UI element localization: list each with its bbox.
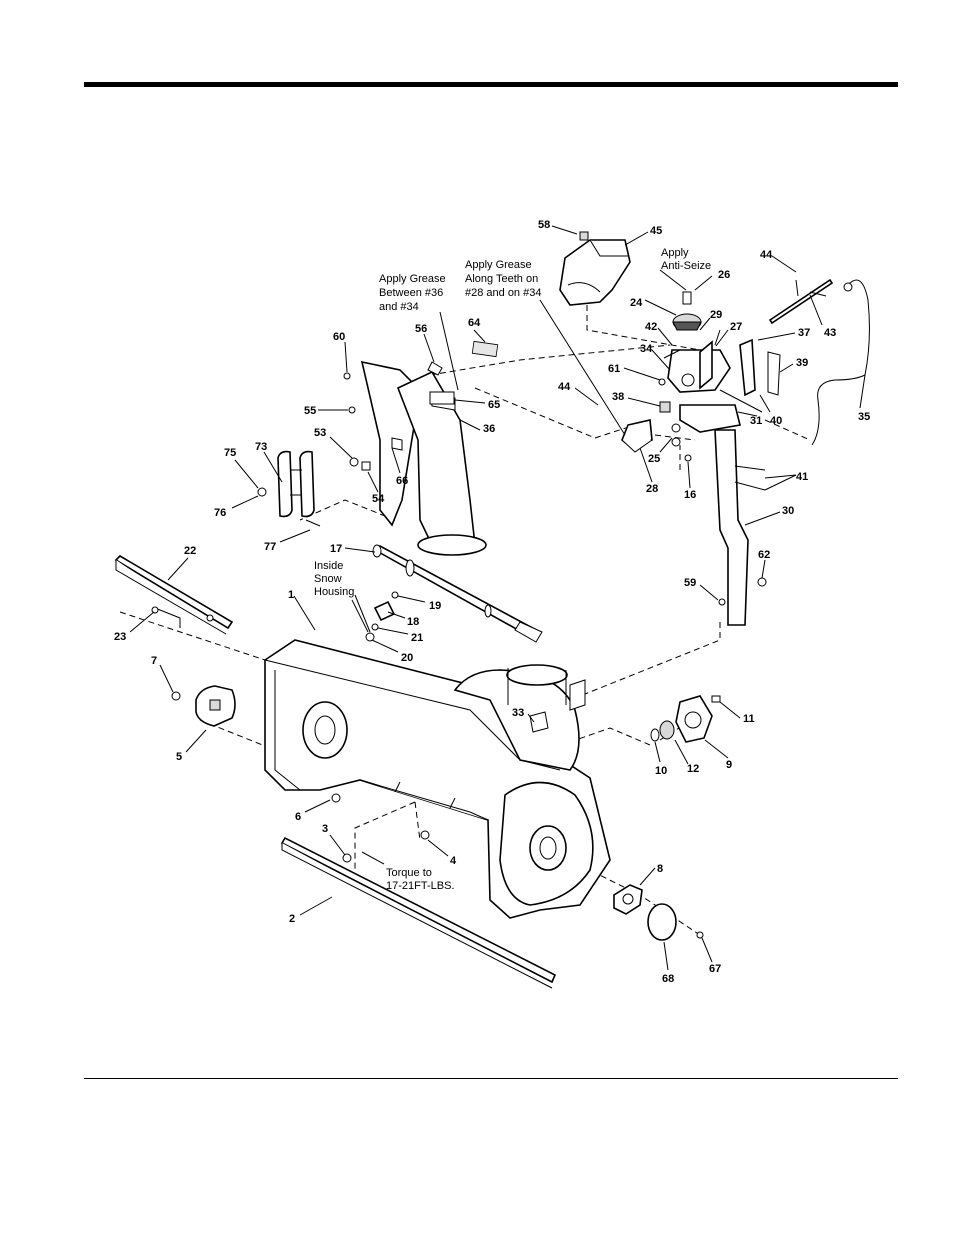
callout-16: 16 [684,489,696,501]
note-apply-grease-36-34: Apply Grease Between #36 and #34 [379,273,449,313]
callout-7: 7 [151,655,157,667]
note-apply-anti-seize: Apply Anti-Seize [661,247,711,272]
callout-73: 73 [255,441,267,453]
callout-33: 33 [512,707,524,719]
callout-59: 59 [684,577,696,589]
note-apply-grease-teeth: Apply Grease Along Teeth on #28 and on #… [465,259,541,299]
callout-58: 58 [538,219,550,231]
callout-44-upper: 44 [760,249,773,261]
callout-8: 8 [657,863,663,875]
callout-45: 45 [650,225,662,237]
bottom-rule [84,1078,898,1079]
callout-10: 10 [655,765,667,777]
shave-plate-22 [114,554,234,635]
bearing-flange-8 [613,884,704,941]
callout-labels: 58 45 44 26 24 29 42 27 37 43 34 39 61 4… [114,219,870,985]
callout-29: 29 [710,309,722,321]
callout-6: 6 [295,811,301,823]
callout-9: 9 [726,759,732,771]
callout-66: 66 [396,475,408,487]
callout-31: 31 [750,415,762,427]
callout-53: 53 [314,427,326,439]
callout-17: 17 [330,543,342,555]
callout-24: 24 [630,297,643,309]
callout-36: 36 [483,423,495,435]
crank-rod-and-cable [714,278,870,626]
note-torque: Torque to 17-21FT-LBS. [386,867,454,892]
annotation-notes: Apply Grease Between #36 and #34 Apply G… [314,247,711,892]
callout-5: 5 [176,751,182,763]
callout-40: 40 [770,415,782,427]
callout-76: 76 [214,507,226,519]
callout-62: 62 [758,549,770,561]
skid-shoe-5 [171,685,236,727]
callout-30: 30 [782,505,794,517]
callout-43: 43 [824,327,836,339]
callout-75: 75 [224,447,236,459]
gear-assembly [621,291,741,462]
callout-68: 68 [662,973,674,985]
auger-shaft [365,544,543,643]
callout-26: 26 [718,269,730,281]
callout-28: 28 [646,483,658,495]
bearing-flange-right [650,695,721,743]
deflector-cap [559,231,631,306]
callout-3: 3 [322,823,328,835]
callout-55: 55 [304,405,316,417]
callout-44-lower: 44 [558,381,571,393]
callout-42: 42 [645,321,657,333]
callout-65: 65 [488,399,500,411]
chute-assembly [257,340,499,556]
callout-22: 22 [184,545,196,557]
callout-25: 25 [648,453,660,465]
callout-60: 60 [333,331,345,343]
callout-27: 27 [730,321,742,333]
callout-34: 34 [640,343,653,355]
callout-20: 20 [401,652,413,664]
callout-77: 77 [264,541,276,553]
auger-housing [264,639,611,919]
shave-plate-2 [280,793,557,989]
callout-67: 67 [709,963,721,975]
callout-35: 35 [858,411,870,423]
callout-37: 37 [798,327,810,339]
callout-2: 2 [289,913,295,925]
callout-39: 39 [796,357,808,369]
callout-1: 1 [288,589,294,601]
callout-61: 61 [608,363,620,375]
callout-12: 12 [687,763,699,775]
callout-38: 38 [612,391,624,403]
clip-58 [579,231,589,241]
leader-lines [129,225,866,971]
callout-54: 54 [372,493,385,505]
callout-23: 23 [114,631,126,643]
callout-19: 19 [429,600,441,612]
callout-41: 41 [796,471,808,483]
callout-64: 64 [468,317,481,329]
note-inside-snow-housing: Inside Snow Housing [314,560,354,598]
top-rule [84,82,898,87]
callout-11: 11 [743,713,755,725]
callout-56: 56 [415,323,427,335]
callout-21: 21 [411,632,423,644]
callout-4: 4 [450,855,457,867]
callout-18: 18 [407,616,419,628]
